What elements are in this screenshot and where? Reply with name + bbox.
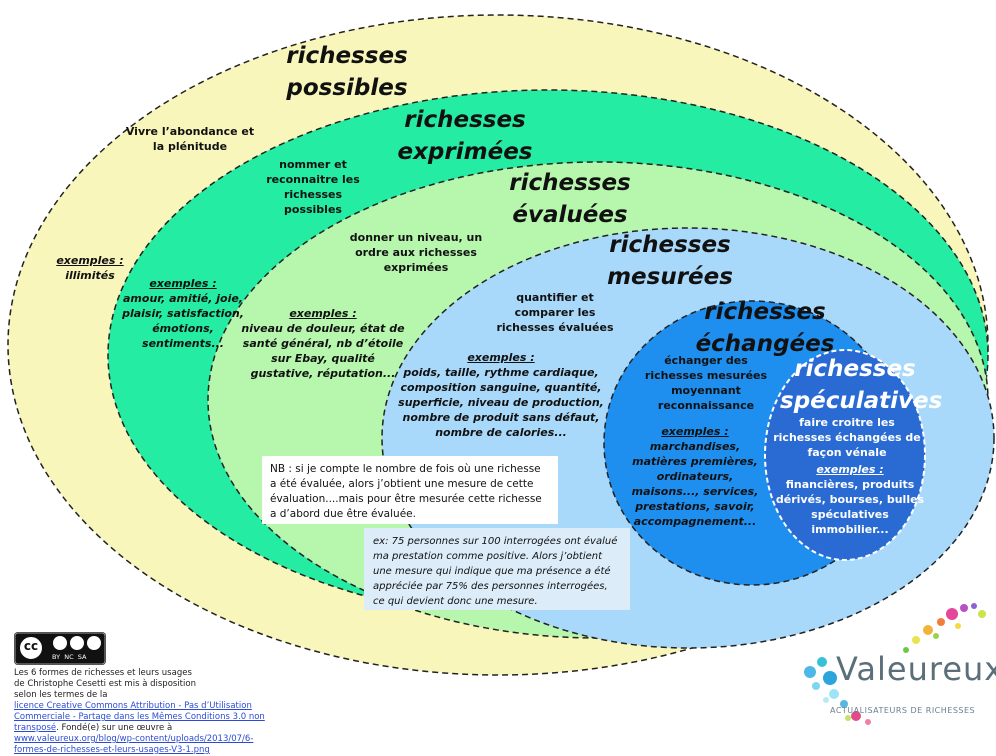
desc-evaluees: donner un niveau, un ordre aux richesses… xyxy=(349,231,483,274)
desc-exprimees: nommer et reconnaitre les richesses poss… xyxy=(266,158,360,216)
examples-echangees: exemples :marchandises, matières premièr… xyxy=(631,425,759,528)
logo-dots-icon xyxy=(804,603,986,725)
desc-mesurees: quantifier et comparer les richesses éva… xyxy=(496,291,614,334)
examples-exprimees: exemples :amour, amitié, joie, plaisir, … xyxy=(122,277,244,350)
license-link[interactable]: licence Creative Commons Attribution - P… xyxy=(14,701,265,733)
source-url-link[interactable]: www.valeureux.org/blog/wp-content/upload… xyxy=(14,734,254,755)
valeureux-tagline: ACTUALISATEURS DE RICHESSES xyxy=(830,706,976,715)
desc-speculatives: faire croitre les richesses échangées de… xyxy=(773,416,921,459)
examples-speculatives: exemples :financières, produits dérivés,… xyxy=(775,463,925,536)
cc-badge-labels: BY NC SA xyxy=(52,653,87,661)
ellipse-speculatives xyxy=(764,349,926,561)
note-nb: NB : si je compte le nombre de fois où u… xyxy=(262,456,558,524)
examples-possibles: exemples :illimités xyxy=(56,254,124,282)
license-text: Les 6 formes de richesses et leurs usage… xyxy=(14,668,282,756)
note-example: ex: 75 personnes sur 100 interrogées ont… xyxy=(364,528,630,610)
cc-license-badge[interactable]: cc BY NC SA xyxy=(14,632,106,665)
cc-icon xyxy=(14,632,106,665)
desc-possibles: Vivre l’abondance et la plénitude xyxy=(125,125,255,153)
cc-symbol: cc xyxy=(23,639,39,653)
valeureux-logo-text: Valeureux xyxy=(836,650,996,688)
examples-evaluees: exemples :niveau de douleur, état de san… xyxy=(241,307,405,380)
valeureux-logo-mark xyxy=(804,603,986,725)
desc-echangees: échanger des richesses mesurées moyennan… xyxy=(644,354,768,412)
examples-mesurees: exemples :poids, taille, rythme cardiaqu… xyxy=(398,351,604,439)
